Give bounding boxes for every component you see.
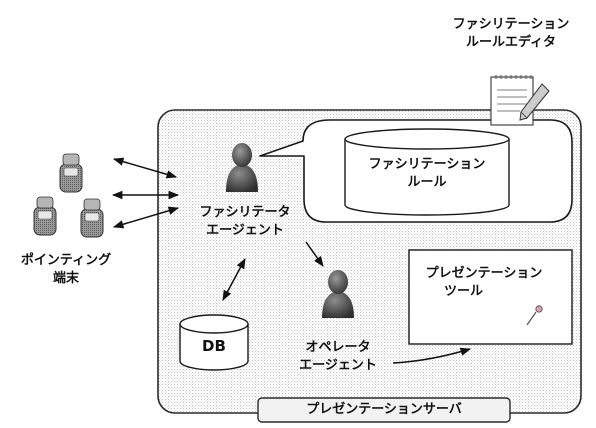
pointing-terminal-label-line1: ポインティング	[20, 253, 112, 268]
mobile-terminal-icon	[80, 198, 104, 238]
presentation-tool-label-line2: ツール	[444, 284, 484, 299]
facilitator-agent-label-line2: エージェント	[206, 223, 284, 238]
rule-editor-label-line2: ルールエディタ	[465, 35, 557, 50]
facilitation-rule-cylinder	[344, 128, 510, 216]
rule-editor-label: ファシリテーション ルールエディタ	[436, 16, 586, 52]
facilitator-agent-person-icon	[226, 143, 258, 192]
operator-agent-person-icon	[322, 270, 354, 318]
db-cylinder	[179, 314, 249, 371]
operator-agent-label-line2: エージェント	[299, 358, 377, 373]
terminal-agent-arrow	[112, 157, 178, 179]
presentation-tool-label-line1: プレゼンテーション	[425, 266, 543, 281]
presentation-tool-box	[408, 249, 573, 345]
agent-db-arrow	[222, 258, 246, 301]
notepad-pencil-icon	[490, 75, 550, 126]
laser-pointer-icon	[526, 305, 543, 326]
facilitation-rule-label: ファシリテーション ルール	[352, 156, 502, 192]
connector-arrows	[111, 157, 472, 364]
facilitator-agent-label: ファシリテータ エージェント	[180, 204, 310, 240]
pointing-terminal-label: ポインティング 端末	[6, 252, 126, 288]
mobile-terminal-icon	[59, 153, 83, 193]
mobile-terminal-icon	[33, 196, 57, 236]
rule-editor-label-line1: ファシリテーション	[452, 17, 570, 32]
operator-agent-label: オペレータ エージェント	[283, 339, 393, 375]
facilitation-rule-label-line1: ファシリテーション	[368, 157, 486, 172]
presentation-server-label: プレゼンテーションサーバ	[306, 402, 462, 417]
facilitation-rule-label-line2: ルール	[407, 175, 447, 190]
terminal-agent-arrow	[112, 206, 180, 229]
presentation-tool-label: プレゼンテーション ツール	[414, 265, 554, 301]
pointing-terminal-label-line2: 端末	[52, 271, 79, 286]
db-label: DB	[202, 337, 226, 355]
server-label-box	[257, 397, 511, 423]
operator-agent-label-line1: オペレータ	[305, 340, 371, 355]
operator-tool-arrow	[392, 347, 472, 364]
agent-operator-arrow	[305, 241, 324, 267]
facilitator-agent-label-line1: ファシリテータ	[199, 205, 291, 220]
